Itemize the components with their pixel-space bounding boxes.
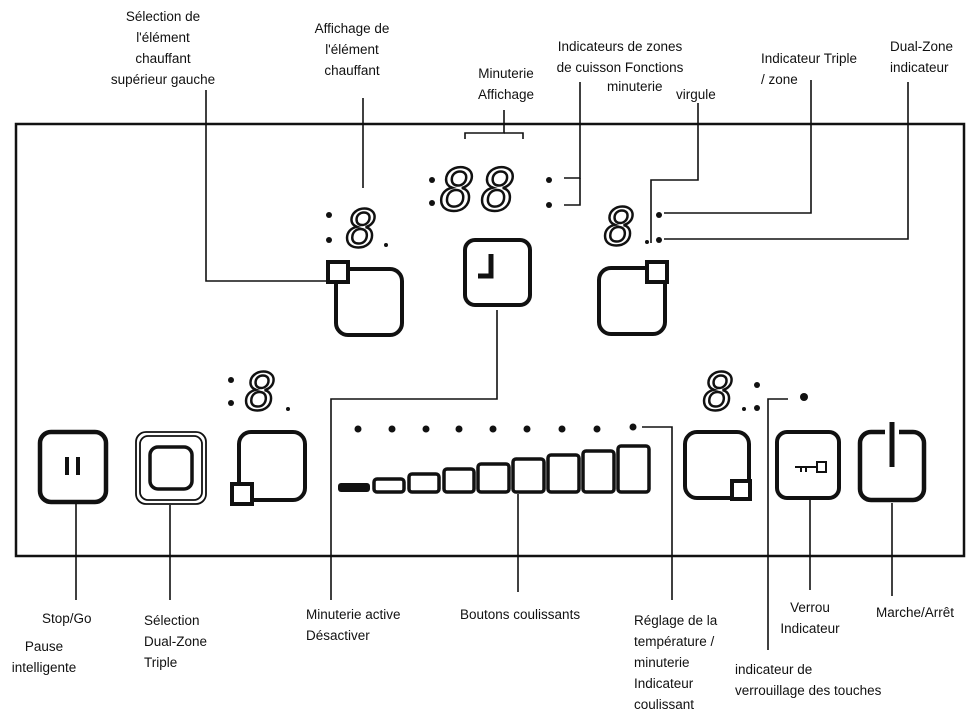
key-lock-indicator-dot xyxy=(800,393,808,401)
label-stop-go: Stop/Go xyxy=(42,611,92,626)
slider-buttons[interactable] xyxy=(338,444,651,494)
label-zone-indicators: Indicateurs de zones de cuisson Fonction… xyxy=(556,39,684,75)
slider-indicator-dots xyxy=(354,423,637,433)
label-slider-indicator: Réglage de la température / minuterie In… xyxy=(634,613,718,712)
label-zone-indicators-timer: minuterie xyxy=(607,79,663,94)
power-icon xyxy=(885,422,899,467)
label-lock-indicator: Verrou Indicateur xyxy=(780,600,840,636)
stop-go-button[interactable] xyxy=(37,429,109,505)
top-left-zone-button[interactable] xyxy=(326,260,404,337)
dual-zone-triple-button[interactable] xyxy=(135,431,207,505)
lock-button[interactable] xyxy=(775,430,841,500)
label-top-left-select: Sélection de l'élément chauffant supérie… xyxy=(110,9,216,87)
pause-icon xyxy=(65,457,80,475)
timer-button[interactable] xyxy=(463,238,532,307)
timer-display: 88 xyxy=(429,155,552,225)
label-on-off: Marche/Arrêt xyxy=(876,605,955,620)
label-element-display: Affichage de l'élément chauffant xyxy=(314,21,390,78)
power-button[interactable] xyxy=(857,422,927,503)
top-right-element-display: 8 xyxy=(603,197,662,259)
label-smart-pause: Pause intelligente xyxy=(11,639,77,675)
label-key-lock-indicator: indicateur de verrouillage des touches xyxy=(735,662,882,698)
top-left-element-display: 8 xyxy=(326,199,388,261)
bottom-right-digit: 8 xyxy=(703,363,734,423)
clock-icon xyxy=(478,254,494,279)
label-slider-buttons: Boutons coulissants xyxy=(460,607,581,622)
label-triple-indicator: Indicateur Triple / zone xyxy=(761,51,858,87)
bottom-right-zone-button[interactable] xyxy=(683,430,752,501)
label-dual-triple-select: Sélection Dual-Zone Triple xyxy=(144,613,208,670)
timer-digits: 88 xyxy=(440,156,522,224)
right-element-digit: 8 xyxy=(604,198,635,258)
leader-lines xyxy=(75,80,909,650)
bottom-left-zone-button[interactable] xyxy=(230,430,307,506)
dual-zone-icon xyxy=(148,445,194,491)
label-timer-toggle: Minuterie active Désactiver xyxy=(306,607,401,643)
panel-outline xyxy=(14,122,966,558)
top-right-zone-button[interactable] xyxy=(597,260,669,336)
key-icon xyxy=(795,461,827,473)
bottom-left-digit: 8 xyxy=(245,363,276,423)
bottom-right-element-display: 8 xyxy=(702,362,808,424)
label-timer-display: Minuterie Affichage xyxy=(477,66,535,102)
element-digit: 8 xyxy=(346,200,377,260)
label-comma: virgule xyxy=(676,87,716,102)
bottom-left-element-display: 8 xyxy=(228,362,290,424)
label-dual-indicator: Dual-Zone indicateur xyxy=(890,39,954,75)
